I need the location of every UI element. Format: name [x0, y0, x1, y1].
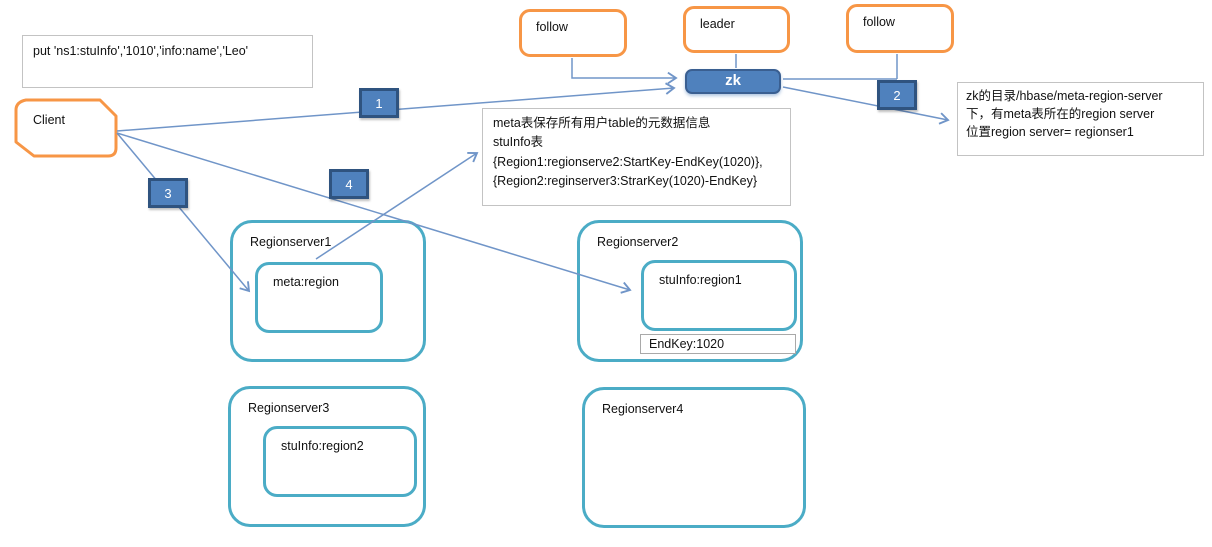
stuinfo-region1-label: stuInfo:region1 [659, 273, 742, 287]
note-line: meta表保存所有用户table的元数据信息 [493, 116, 711, 130]
put-command-box: put 'ns1:stuInfo','1010','info:name','Le… [22, 35, 313, 88]
stuinfo-region2-box: stuInfo:region2 [263, 426, 417, 497]
note-line: {Region1:regionserve2:StartKey-EndKey(10… [493, 154, 763, 169]
endkey-box: EndKey:1020 [640, 334, 796, 354]
meta-region-box: meta:region [255, 262, 383, 333]
zk-node: zk [685, 69, 781, 94]
note-line: 位置region server= regionser1 [966, 125, 1134, 140]
client-card-shape [14, 98, 118, 158]
note-line: {Region2:reginserver3:StrarKey(1020)-End… [493, 174, 758, 189]
regionserver3-box: Regionserver3 stuInfo:region2 [228, 386, 426, 527]
note-line: zk的目录/hbase/meta-region-server [966, 89, 1163, 103]
regionserver4-label: Regionserver4 [602, 402, 684, 416]
regionserver4-box: Regionserver4 [582, 387, 806, 528]
stuinfo-region1-box: stuInfo:region1 [641, 260, 797, 331]
step-badge-1: 1 [359, 88, 399, 118]
regionserver2-label: Regionserver2 [597, 235, 679, 249]
leader-label: leader [700, 17, 735, 31]
note-line: 下，有meta表所在的region server [966, 107, 1155, 122]
zk-leader-node: leader [683, 6, 790, 53]
zk-follower-node-left: follow [519, 9, 627, 57]
zk-follower-node-right: follow [846, 4, 954, 53]
zk-directory-note: zk的目录/hbase/meta-region-server 下，有meta表所… [957, 82, 1204, 156]
regionserver1-label: Regionserver1 [250, 235, 332, 249]
client-node: Client [14, 98, 118, 158]
put-command-text: put 'ns1:stuInfo','1010','info:name','Le… [33, 44, 249, 58]
step-badge-2: 2 [877, 80, 917, 110]
meta-region-label: meta:region [273, 275, 340, 289]
step-badge-3: 3 [148, 178, 188, 208]
regionserver1-box: Regionserver1 meta:region [230, 220, 426, 362]
stuinfo-region2-label: stuInfo:region2 [281, 439, 364, 453]
note-line: stuInfo表 [493, 135, 544, 150]
follower-label: follow [536, 20, 568, 34]
arrow-follower-left-to-zk [571, 58, 678, 85]
regionserver3-label: Regionserver3 [248, 401, 330, 415]
client-label: Client [33, 113, 65, 127]
arrow-zk-to-zk-note [782, 86, 950, 125]
regionserver2-box: Regionserver2 stuInfo:region1 EndKey:102… [577, 220, 803, 362]
step-badge-4: 4 [329, 169, 369, 199]
follower-label: follow [863, 15, 895, 29]
meta-table-note: meta表保存所有用户table的元数据信息 stuInfo表 {Region1… [482, 108, 791, 206]
